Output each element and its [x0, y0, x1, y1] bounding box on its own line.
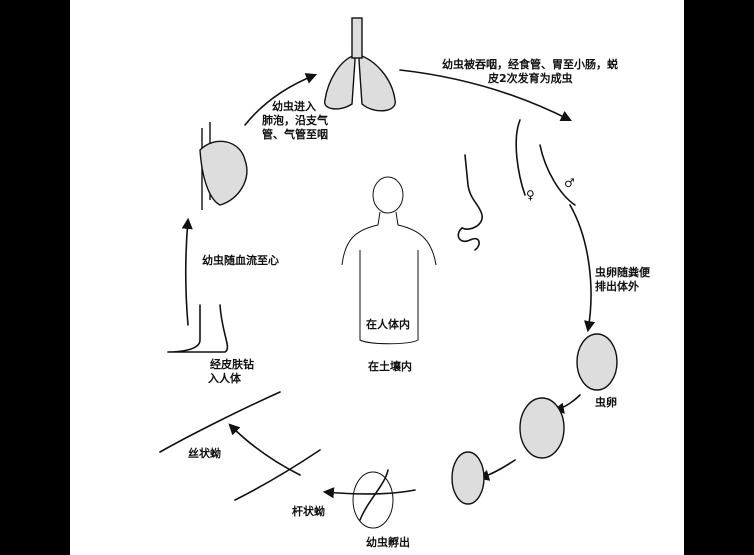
label-rhabditiform: 杆状蚴 — [292, 505, 325, 518]
egg-icon — [451, 333, 618, 505]
male-symbol: ♂ — [564, 176, 575, 190]
label-filariform: 丝状蚴 — [188, 447, 221, 460]
label-larva-hatches: 幼虫孵出 — [366, 536, 410, 549]
label-skin-penetration-1: 经皮肤钻 — [210, 358, 254, 371]
female-symbol: ♀ — [526, 188, 535, 202]
label-skin-penetration-2: 入人体 — [208, 372, 241, 385]
heart-icon — [199, 122, 248, 210]
label-larvae-to-lungs-2: 肺泡，沿支气 — [262, 114, 328, 127]
label-in-human-body: 在人体内 — [366, 318, 410, 331]
label-larvae-swallowed-1: 幼虫被吞咽，经食管、胃至小肠，蜕 — [442, 58, 618, 71]
label-larvae-swallowed-2: 皮2次发育为成虫 — [488, 72, 573, 85]
lungs-icon — [324, 17, 396, 112]
stomach-icon — [461, 154, 483, 230]
foot-icon — [167, 304, 229, 353]
label-eggs-in-feces-1: 虫卵随粪便 — [595, 266, 650, 279]
cycle-arrows — [181, 69, 596, 499]
larva-icon — [159, 391, 394, 529]
intestine-icon — [457, 227, 480, 251]
adult-worm-male-icon — [539, 144, 576, 206]
adult-worm-female-icon — [515, 119, 526, 196]
label-larvae-to-lungs-1: 幼虫进入 — [272, 100, 316, 113]
label-egg: 虫卵 — [595, 396, 617, 409]
label-in-soil: 在土壤内 — [368, 360, 412, 373]
label-bloodstream-to-heart: 幼虫随血流至心 — [202, 254, 279, 267]
label-eggs-in-feces-2: 排出体外 — [595, 280, 639, 293]
diagram-drawing — [159, 17, 618, 529]
lifecycle-diagram: 幼虫被吞咽，经食管、胃至小肠，蜕 皮2次发育为成虫 幼虫进入 肺泡，沿支气 管、… — [70, 0, 684, 555]
human-silhouette-icon — [341, 176, 437, 345]
label-larvae-to-lungs-3: 管、气管至咽 — [262, 128, 328, 141]
